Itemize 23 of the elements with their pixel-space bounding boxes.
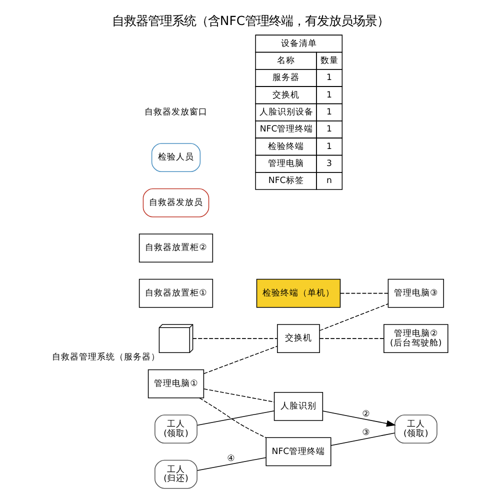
edge-label: ② <box>362 409 370 420</box>
label: 3 <box>326 158 332 169</box>
label: 管理电脑 <box>268 158 304 169</box>
label: 自救器发放窗口 <box>144 107 207 118</box>
label: 交换机 <box>272 90 300 100</box>
label: 1 <box>326 90 332 100</box>
label: 1 <box>326 73 332 84</box>
label: 1 <box>326 142 332 152</box>
label: 数量 <box>320 56 338 66</box>
label: NFC管理终端 <box>259 124 313 135</box>
edge-label: ③ <box>362 428 370 438</box>
node-label: 自救器管理系统（服务器） <box>52 352 160 362</box>
label: NFC标签 <box>268 176 304 186</box>
label: 服务器 <box>272 73 300 84</box>
diagram-title: 自救器管理系统（含NFC管理终端，有发放员场景） <box>111 12 389 28</box>
label: 设备清单 <box>280 38 316 49</box>
label: 人脸识别设备 <box>258 107 313 118</box>
label: 名称 <box>276 56 295 66</box>
edge-label: ④ <box>226 454 234 464</box>
label: 1 <box>326 107 332 118</box>
label: 检验终端 <box>268 142 304 152</box>
label: 1 <box>326 124 332 135</box>
label: n <box>326 176 332 186</box>
